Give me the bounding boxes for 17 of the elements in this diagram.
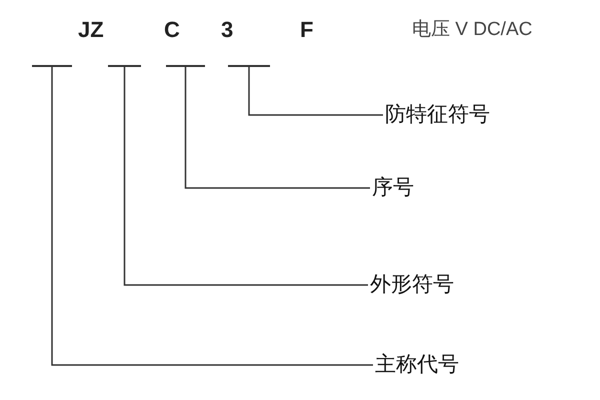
leader-line xyxy=(124,67,368,286)
model-code: C xyxy=(164,17,180,43)
leader-line xyxy=(248,67,383,116)
field-label: 防特征符号 xyxy=(385,102,490,128)
underline-bar xyxy=(108,65,141,67)
model-code: JZ xyxy=(78,17,104,43)
field-label: 外形符号 xyxy=(370,272,454,298)
underline-bar xyxy=(32,65,72,67)
field-label: 主称代号 xyxy=(375,352,459,378)
leader-line xyxy=(184,67,370,189)
model-code: F xyxy=(300,17,314,43)
field-label: 序号 xyxy=(372,175,414,201)
underline-bar xyxy=(228,65,270,67)
leader-line xyxy=(51,67,373,366)
model-code: 3 xyxy=(221,17,234,43)
underline-bar xyxy=(166,65,205,67)
voltage-note: 电压 V DC/AC xyxy=(412,18,532,42)
